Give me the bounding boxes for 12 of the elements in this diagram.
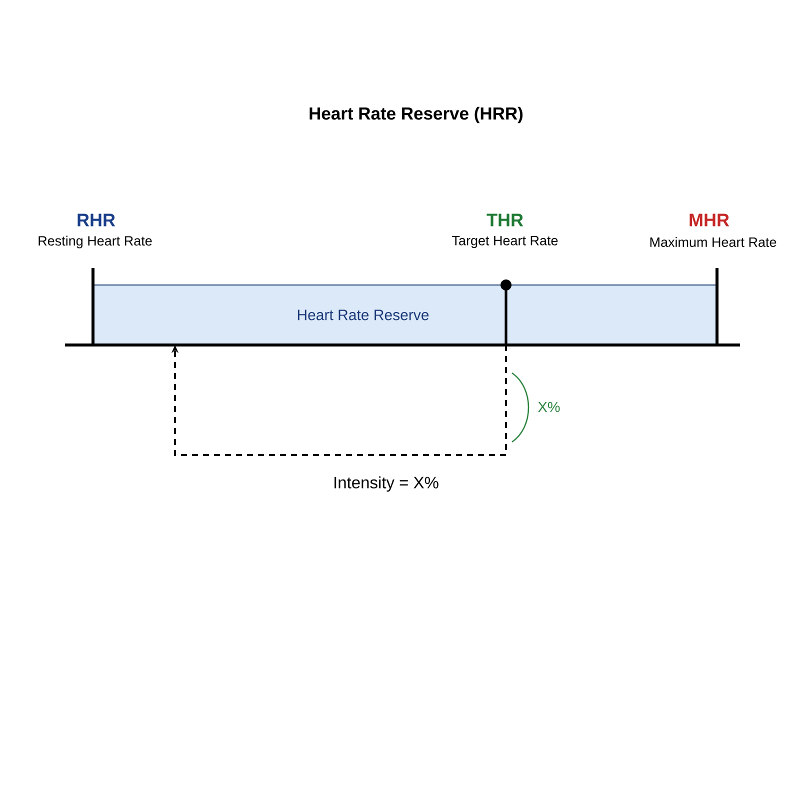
marker-heading: RHR bbox=[78, 214, 116, 226]
marker-caption: Maximum Heart Rate bbox=[650, 237, 776, 247]
marker-heading: MHR bbox=[690, 214, 730, 226]
marker-caption: Resting Heart Rate bbox=[38, 236, 152, 248]
formula-text: Intensity = X% bbox=[334, 476, 438, 492]
marker-pin bbox=[500, 280, 512, 345]
marker-heading: THR bbox=[486, 214, 524, 226]
marker-caption: Target Heart Rate bbox=[452, 236, 558, 248]
title: Heart Rate Reserve (HRR) bbox=[310, 106, 523, 124]
arrow bbox=[171, 345, 507, 456]
arc-label: X% bbox=[538, 402, 560, 412]
reserve-band: Heart Rate Reserve bbox=[92, 284, 718, 346]
